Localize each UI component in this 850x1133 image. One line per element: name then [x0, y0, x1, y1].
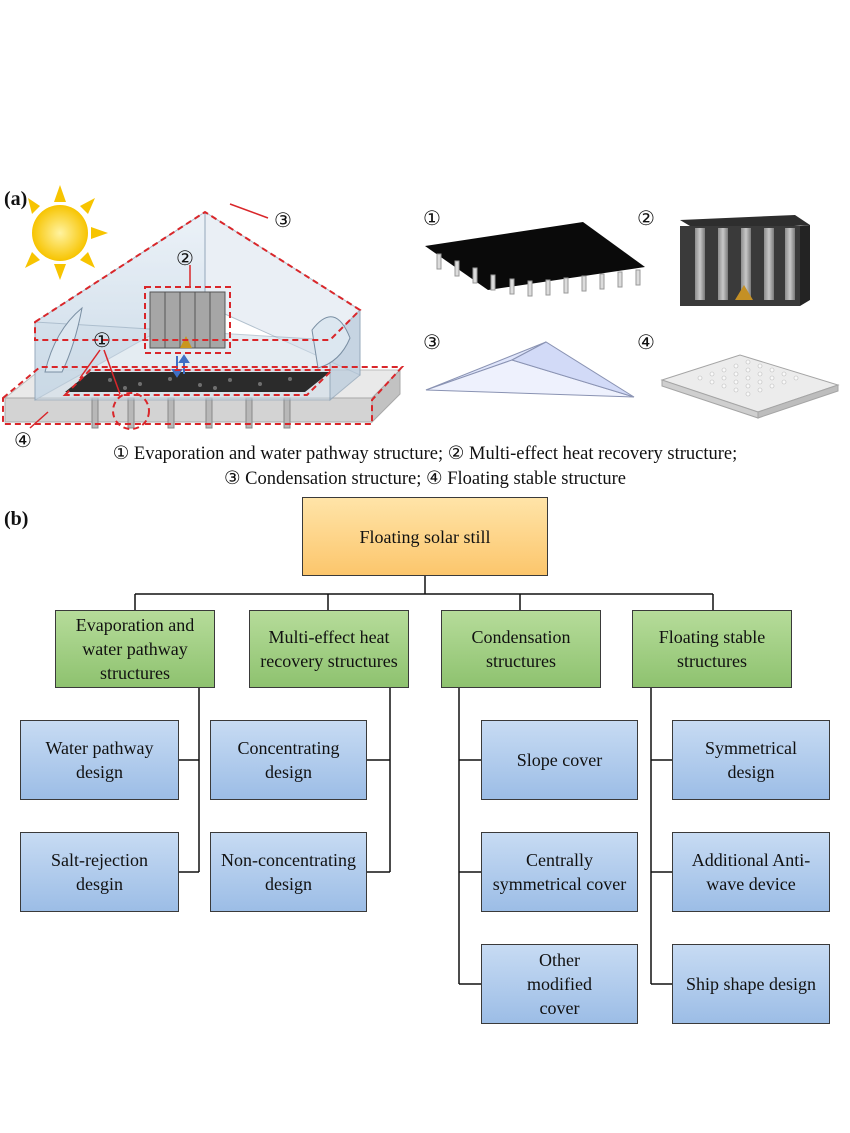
dashed-outlines	[2, 210, 405, 430]
component-1-evaporator	[425, 222, 645, 297]
leaf-centrally-symmetrical: Centrally symmetrical cover	[481, 832, 638, 912]
leaf-anti-wave: Additional Anti-wave device	[672, 832, 830, 912]
leaf-salt-rejection: Salt-rejection desgin	[20, 832, 179, 912]
component-3-roof	[425, 341, 635, 398]
category-condensation: Condensation structures	[441, 610, 601, 688]
category-multi-effect: Multi-effect heat recovery structures	[249, 610, 409, 688]
panel-a-label: (a)	[4, 188, 28, 210]
leader-lines	[29, 203, 269, 429]
component-4-float	[660, 354, 840, 419]
marker-3-main: ③	[274, 208, 292, 232]
evaporator-sheet	[65, 372, 330, 392]
marker-2-component: ②	[637, 206, 655, 230]
panel-b-label: (b)	[4, 508, 29, 530]
marker-1-component: ①	[423, 206, 441, 230]
marker-3-component: ③	[423, 330, 441, 354]
leaf-symmetrical: Symmetrical design	[672, 720, 830, 800]
category-floating: Floating stable structures	[632, 610, 792, 688]
marker-1-main: ①	[93, 328, 111, 352]
caption-line-2: ③ Condensation structure; ④ Floating sta…	[223, 469, 627, 489]
leaf-non-concentrating: Non-concentrating design	[210, 832, 367, 912]
still-illustration	[2, 185, 840, 430]
leaf-water-pathway: Water pathway design	[20, 720, 179, 800]
leaf-other-modified: Other modified cover	[481, 944, 638, 1024]
marker-4-main: ④	[14, 428, 32, 452]
leaf-slope-cover: Slope cover	[481, 720, 638, 800]
category-evaporation: Evaporation and water pathway structures	[55, 610, 215, 688]
root-node: Floating solar still	[302, 497, 548, 576]
leaf-ship-shape: Ship shape design	[672, 944, 830, 1024]
marker-4-component: ④	[637, 330, 655, 354]
component-2-multieffect	[680, 215, 810, 306]
leaf-concentrating: Concentrating design	[210, 720, 367, 800]
sun-icon	[25, 185, 108, 280]
caption-line-1: ① Evaporation and water pathway structur…	[112, 444, 738, 464]
marker-2-main: ②	[176, 246, 194, 270]
heat-recovery-module	[149, 291, 226, 349]
